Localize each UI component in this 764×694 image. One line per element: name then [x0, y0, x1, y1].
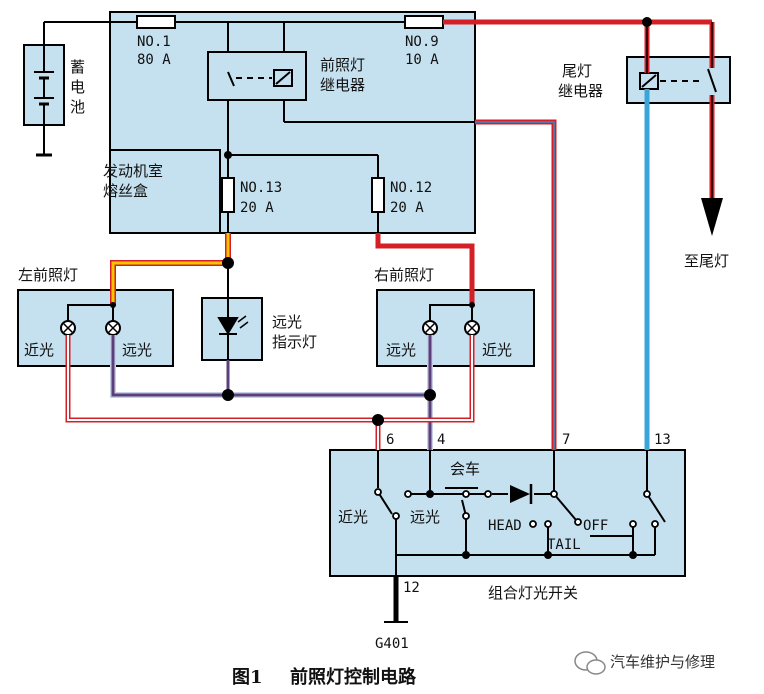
switch-low-label: 近光 — [338, 508, 368, 526]
fuse-no13-rating: 20 A — [240, 200, 274, 216]
fuse-no12 — [371, 177, 385, 213]
right-headlight-title: 右前照灯 — [374, 266, 434, 284]
headlight-relay-label-2: 继电器 — [320, 76, 365, 94]
pin-12: 12 — [403, 580, 420, 596]
right-headlight-high: 远光 — [386, 341, 416, 359]
switch-head-label: HEAD — [488, 518, 522, 534]
left-headlight-high: 远光 — [122, 341, 152, 359]
left-high-lamp-icon — [105, 320, 121, 336]
junction-dot — [629, 551, 637, 559]
left-headlight-title: 左前照灯 — [18, 266, 78, 284]
taillight-relay-label-1: 尾灯 — [562, 62, 592, 80]
fuse-box-label-1: 发动机室 — [103, 162, 163, 180]
junction-dot — [544, 551, 552, 559]
fuse-no1-id: NO.1 — [137, 34, 171, 50]
fuse-no13 — [221, 177, 235, 213]
indicator-box — [201, 297, 263, 361]
taillight-relay-label-2: 继电器 — [558, 82, 603, 100]
fuse-no1 — [136, 15, 176, 29]
red-wire-no12 — [375, 233, 475, 305]
switch-tail-label: TAIL — [547, 537, 581, 553]
pin-4: 4 — [437, 432, 445, 448]
junction-dot — [424, 389, 436, 401]
junction-dot — [426, 490, 434, 498]
switch-off-label: OFF — [583, 518, 608, 534]
diode-icon — [510, 484, 533, 504]
pin-7: 7 — [562, 432, 570, 448]
indicator-label-1: 远光 — [272, 313, 302, 331]
junction-dot — [372, 414, 384, 426]
headlight-relay-symbol — [227, 69, 293, 87]
fuse-no1-rating: 80 A — [137, 52, 171, 68]
red-wire-no9 — [443, 19, 715, 200]
switch-contacts — [374, 488, 659, 528]
fuse-no13-id: NO.13 — [240, 180, 282, 196]
high-beam-indicator-icon — [217, 298, 249, 360]
battery-symbol — [34, 21, 110, 157]
caption-text: 前照灯控制电路 — [290, 666, 417, 688]
junction-dot — [222, 389, 234, 401]
right-low-lamp-icon — [464, 320, 480, 336]
battery-label-1: 蓄 — [70, 58, 85, 76]
switch-passing-label: 会车 — [450, 460, 480, 478]
left-headlight-low: 近光 — [24, 341, 54, 359]
junction-dot — [462, 551, 470, 559]
wechat-icon — [574, 651, 606, 675]
switch-title: 组合灯光开关 — [488, 584, 578, 602]
fuse-box-label-2: 熔丝盒 — [103, 182, 148, 200]
indicator-label-2: 指示灯 — [272, 333, 317, 351]
pin-13: 13 — [654, 432, 671, 448]
caption-number: 图1 — [232, 667, 263, 688]
battery-label-3: 池 — [70, 98, 85, 116]
right-headlight-box — [376, 289, 535, 367]
watermark-text: 汽车维护与修理 — [610, 653, 715, 671]
battery-label-2: 电 — [70, 78, 85, 96]
to-taillight-arrow — [701, 198, 723, 236]
low-beam-harness — [65, 335, 475, 450]
fuse-no9-rating: 10 A — [405, 52, 439, 68]
fuse-no9 — [404, 15, 444, 29]
headlight-relay-label-1: 前照灯 — [320, 56, 365, 74]
fuse-no12-rating: 20 A — [390, 200, 424, 216]
left-headlight-box — [17, 289, 174, 367]
right-headlight-low: 近光 — [482, 341, 512, 359]
junction-dot — [224, 151, 232, 159]
switch-high-label: 远光 — [410, 508, 440, 526]
to-taillight-label: 至尾灯 — [684, 252, 729, 270]
junction-dot — [222, 257, 234, 269]
pin-6: 6 — [386, 432, 394, 448]
wire-pin7 — [475, 119, 557, 450]
ground-label: G401 — [375, 636, 409, 652]
right-high-lamp-icon — [422, 320, 438, 336]
fuse-no12-id: NO.12 — [390, 180, 432, 196]
junction-dot — [642, 17, 652, 27]
fuse-box-outline — [109, 11, 476, 234]
left-low-lamp-icon — [60, 320, 76, 336]
fuse-no9-id: NO.9 — [405, 34, 439, 50]
